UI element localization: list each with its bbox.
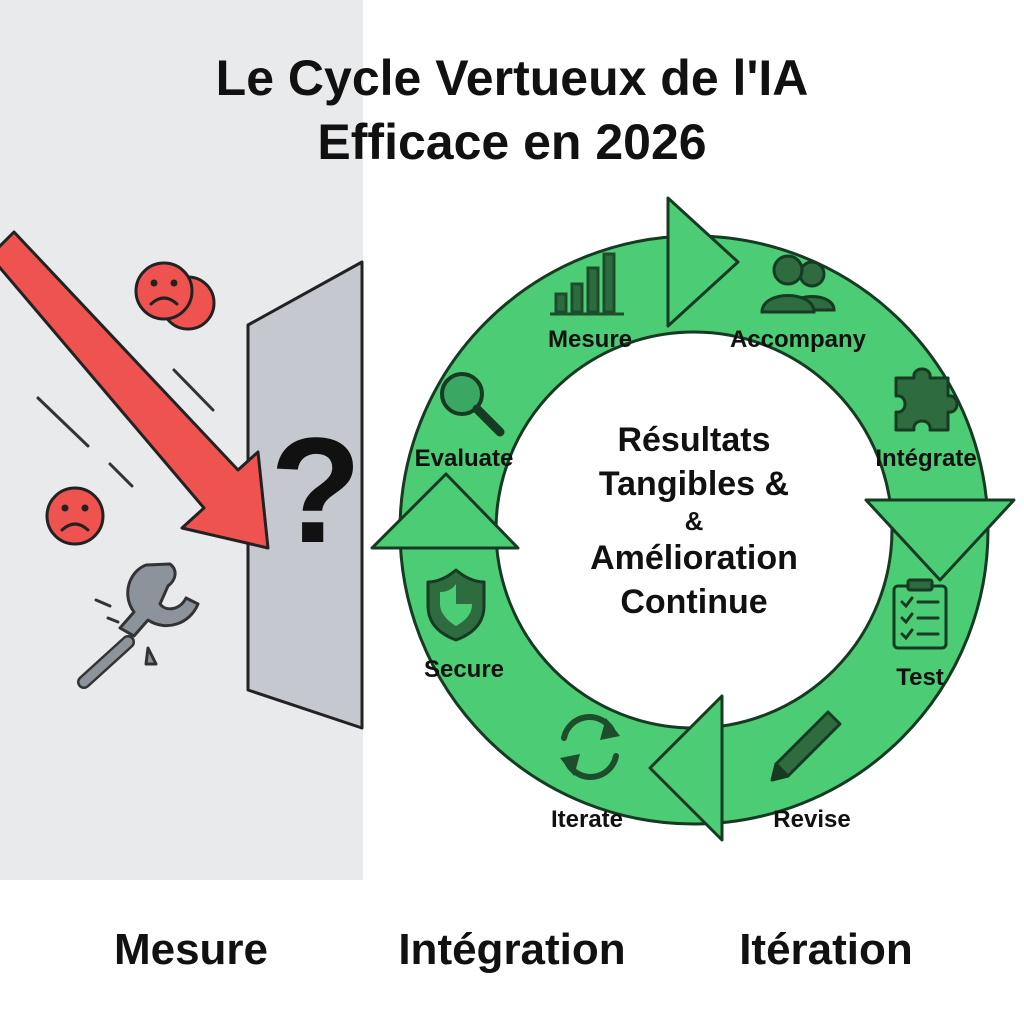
ring-arrowhead-left <box>370 472 520 550</box>
bottom-label-integration: Intégration <box>398 925 626 974</box>
page-title: Le Cycle Vertueux de l'IA Efficace en 20… <box>0 46 1024 174</box>
down-arrow-icon <box>0 230 270 550</box>
cycle-ring <box>370 196 1016 842</box>
step-label-revise: Revise <box>773 806 851 833</box>
center-line-1: Résultats <box>617 421 771 459</box>
refresh-icon <box>560 714 620 780</box>
step-label-evaluate: Evaluate <box>414 445 514 472</box>
step-label-secure: Secure <box>423 656 505 683</box>
bottom-label-iteration: Itération <box>739 925 913 974</box>
step-label-integrate: Intégrate <box>875 445 977 472</box>
sad-face-icon <box>134 261 216 331</box>
question-mark: ? <box>270 406 362 574</box>
title-line-1: Le Cycle Vertueux de l'IA <box>215 50 809 106</box>
ring-arrowhead-right <box>864 498 1016 582</box>
people-icon <box>760 254 836 314</box>
puzzle-icon <box>894 367 959 432</box>
motion-lines <box>36 368 215 488</box>
sad-face-icon-2 <box>45 486 105 546</box>
ring-arrowhead-top <box>666 196 740 328</box>
step-label-accompany: Accompany <box>729 326 867 353</box>
bar-chart-icon <box>550 252 624 316</box>
shield-icon <box>426 568 486 642</box>
checklist-icon <box>892 578 948 650</box>
center-line-3: & <box>684 506 704 536</box>
step-label-mesure: Mesure <box>547 326 633 353</box>
step-label-iterate: Iterate <box>550 806 624 833</box>
center-line-4: Amélioration <box>590 539 798 577</box>
magnifier-icon <box>440 372 505 437</box>
cycle-center-text: Résultats Tangibles & & Amélioration Con… <box>544 418 844 624</box>
ring-arrowhead-bottom <box>648 694 724 842</box>
pencil-icon <box>770 710 842 782</box>
center-line-2: Tangibles & <box>598 465 790 503</box>
wall-icon <box>246 260 364 730</box>
bottom-label-mesure: Mesure <box>113 925 269 974</box>
center-line-5: Continue <box>620 583 768 621</box>
title-line-2: Efficace en 2026 <box>317 114 707 170</box>
step-label-test: Test <box>896 664 944 691</box>
broken-wrench-icon <box>77 562 200 689</box>
